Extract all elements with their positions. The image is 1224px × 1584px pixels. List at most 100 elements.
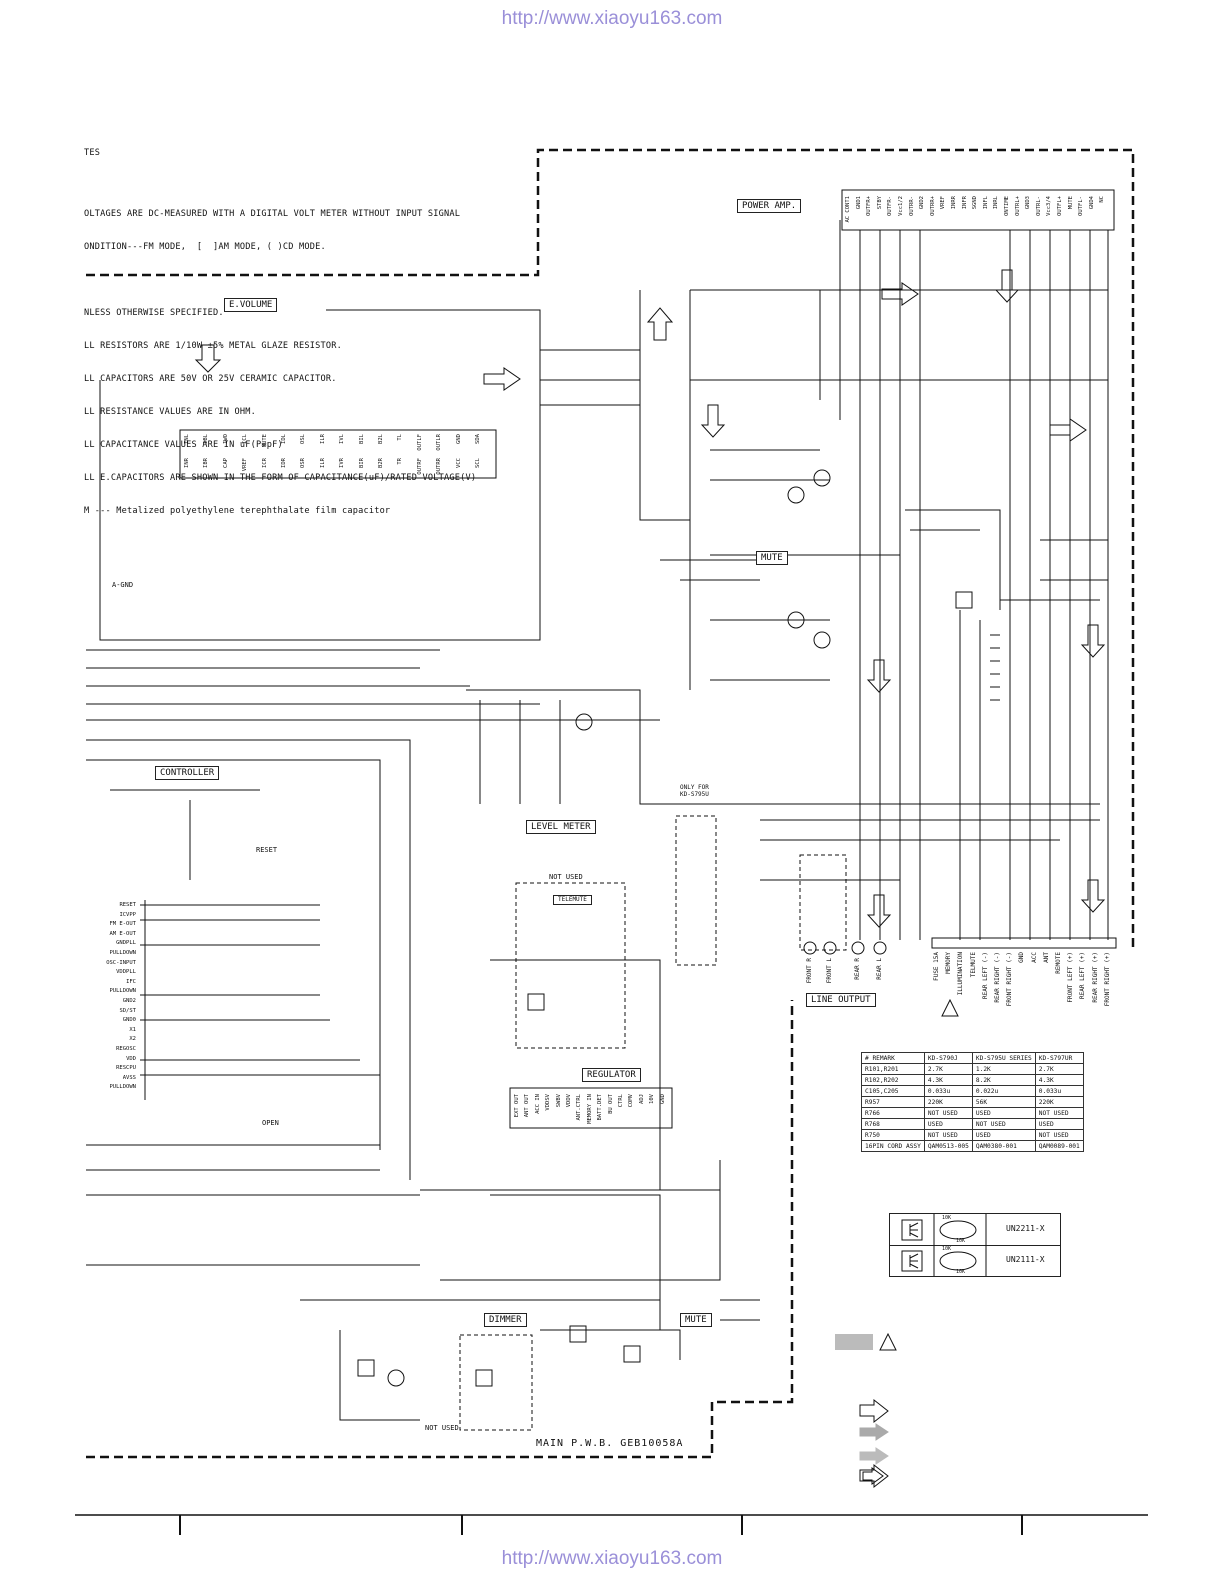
- notes-line: NLESS OTHERWISE SPECIFIED.: [84, 308, 224, 318]
- controller-pin-label: RESET: [119, 902, 136, 908]
- e-volume-pin-label: VREF: [242, 458, 249, 472]
- table-header: KD-S797UR: [1034, 1052, 1084, 1064]
- e-volume-pin-label: ILR: [319, 434, 326, 444]
- table-cell: NOT USED: [923, 1107, 973, 1119]
- notes-line: LL RESISTORS ARE 1/10W ±5% METAL GLAZE R…: [84, 341, 342, 351]
- e-volume-pin-label: VCC: [455, 458, 462, 468]
- notes-line: OLTAGES ARE DC-MEASURED WITH A DIGITAL V…: [84, 209, 461, 219]
- power-amp-pin-label: OUTRL+: [1014, 196, 1021, 216]
- e-volume-pin-label: SCL: [475, 458, 481, 468]
- table-cell: R102,R202: [861, 1074, 925, 1086]
- transistor-row: 10K 10K UN2211-X: [890, 1214, 1060, 1246]
- controller-pin-label: X1: [129, 1026, 136, 1033]
- power-amp-pin-label: OUTRR-: [908, 196, 915, 216]
- power-amp-pin-label: MUTE: [1067, 196, 1074, 210]
- notes-line: LL CAPACITORS ARE 50V OR 25V CERAMIC CAP…: [84, 374, 337, 384]
- e-volume-pin-label: ILR: [319, 458, 326, 468]
- notes-line: ONDITION---FM MODE, [ ]AM MODE, ( )CD MO…: [84, 242, 326, 252]
- e-volume-pin-label: OSR: [300, 458, 307, 468]
- connector-pin-label: FUSE 15A: [933, 952, 940, 981]
- controller-pin-label: VDD: [126, 1055, 136, 1062]
- controller-pin-label: PULLDOWN: [109, 950, 137, 956]
- only-for-label: ONLY FOR KD-S795U: [680, 784, 709, 798]
- mute-top-label: MUTE: [756, 551, 788, 565]
- e-volume-pin-label: IBL: [203, 434, 210, 444]
- connector-pin-label: FRONT RIGHT (-): [1006, 952, 1014, 1007]
- regulator-pin-label: BU OUT: [607, 1094, 614, 1114]
- pcb-label: MAIN P.W.B. GEB10058A: [536, 1438, 684, 1449]
- connector-pin-label: ILLUMINATION: [957, 952, 965, 996]
- e-volume-pin-label: MUTE: [261, 434, 268, 448]
- controller-pin-label: OSC-INPUT: [106, 959, 136, 966]
- table-cell: USED: [923, 1118, 973, 1130]
- e-volume-pin-label: IWO: [222, 434, 229, 444]
- level-meter-label: LEVEL METER: [526, 820, 596, 834]
- notes-title: TES: [84, 148, 101, 158]
- table-cell: USED: [971, 1107, 1036, 1119]
- controller-pin-label: GND0: [122, 1017, 136, 1024]
- connector-pin-label: REAR RIGHT (+): [1091, 952, 1099, 1003]
- remark-table: # REMARK KD-S790J KD-S795U SERIES KD-S79…: [861, 1052, 1084, 1152]
- connector-pin-label: TELMUTE: [969, 952, 977, 978]
- e-volume-pin-label: SDA: [475, 434, 481, 444]
- e-volume-pin-label: INL: [184, 434, 190, 444]
- controller-pin-label: VDDPLL: [116, 969, 136, 976]
- table-cell: NOT USED: [1034, 1107, 1084, 1119]
- telemute-label: TELEMUTE: [553, 895, 592, 905]
- digital-transistor-icon: [901, 1245, 987, 1276]
- table-cell: NOT USED: [971, 1118, 1036, 1130]
- table-cell: 0.022u: [971, 1085, 1036, 1097]
- regulator-pin-label: SWBV: [555, 1094, 562, 1108]
- footer-url[interactable]: http://www.xiaoyu163.com: [501, 1548, 723, 1569]
- table-cell: 0.033u: [1034, 1085, 1084, 1097]
- power-amp-pin-label: Vcc3/4: [1046, 196, 1053, 216]
- transistor-row: 10K 10K UN2111-X: [890, 1245, 1060, 1276]
- connector-pin-label: FRONT RIGHT (+): [1103, 952, 1111, 1007]
- resistor-value: 10K: [942, 1246, 952, 1252]
- line-output-jack-label: REAR R: [854, 958, 861, 980]
- digital-transistor-icon: [901, 1214, 987, 1245]
- regulator-pin-label: MEMORY IN: [586, 1094, 593, 1124]
- table-cell: 4.3K: [1034, 1074, 1084, 1086]
- regulator-pin-label: VDDSV: [545, 1094, 552, 1111]
- table-cell: C105,C205: [861, 1085, 925, 1097]
- table-header: KD-S790J: [923, 1052, 973, 1064]
- table-cell: R766: [861, 1107, 925, 1119]
- e-volume-pin-label: CAP: [222, 458, 229, 468]
- transistor-reference: 10K 10K UN2211-X 10K 10K UN2111-X: [889, 1213, 1061, 1277]
- header-url[interactable]: http://www.xiaoyu163.com: [501, 8, 723, 29]
- power-amp-pin-label: INRL: [993, 196, 1000, 210]
- controller-pin-label: GND2: [122, 998, 136, 1004]
- regulator-pin-label: COMV: [628, 1094, 635, 1108]
- connector-pin-label: ANT: [1042, 952, 1050, 963]
- connector-pin-label: FRONT LEFT (+): [1067, 952, 1075, 1003]
- controller-pin-label: IFC: [126, 978, 136, 985]
- regulator-pin-label: 10V: [649, 1094, 656, 1104]
- e-volume-pin-label: TL: [397, 434, 404, 441]
- power-amp-pin-label: GND4: [1088, 196, 1095, 210]
- e-volume-pin-label: OSL: [300, 434, 307, 444]
- table-cell: 56K: [971, 1096, 1036, 1108]
- table-cell: USED: [971, 1129, 1036, 1141]
- e-volume-pin-label: INR: [184, 458, 190, 468]
- line-output-jack-label: FRONT R: [806, 958, 813, 984]
- controller-pin-label: PULLDOWN: [109, 988, 137, 995]
- not-used-label: NOT USED: [425, 1424, 459, 1432]
- line-output-jack-label: REAR L: [876, 958, 883, 980]
- e-volume-pin-label: ICR: [261, 458, 268, 468]
- open-label: OPEN: [262, 1119, 279, 1127]
- table-cell: NOT USED: [923, 1129, 973, 1141]
- connector-pin-label: GND: [1018, 952, 1026, 963]
- controller-pin-label: AVSS: [122, 1074, 136, 1081]
- table-cell: USED: [1034, 1118, 1084, 1130]
- power-amp-pin-label: OUTFR+: [866, 196, 873, 216]
- e-volume-pin-label: IDR: [281, 458, 287, 468]
- table-cell: 16PIN CORD ASSY: [861, 1140, 925, 1152]
- controller-pin-label: GNDPLL: [116, 940, 136, 947]
- controller-pin-label: RESCPU: [116, 1065, 136, 1072]
